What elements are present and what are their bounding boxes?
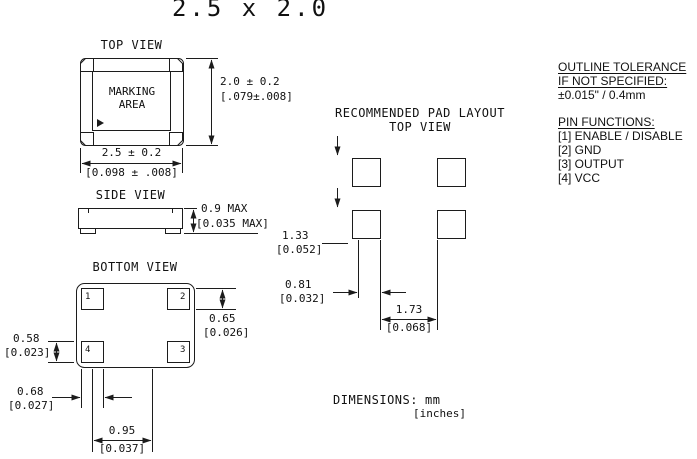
- pad-1-outline: [81, 288, 104, 310]
- pad-layout-pad-size-in: [0.052]: [276, 243, 323, 256]
- pad-layout-pad-size-dimension: [322, 136, 348, 244]
- bottom-view-pad-offset-mm: 0.58: [13, 332, 40, 345]
- pad-layout-gap-dimension: [333, 240, 406, 330]
- pin1-indicator-mark: [97, 119, 104, 127]
- pin-function-2: [2] GND: [558, 143, 602, 157]
- pad-layout-gap-in: [0.032]: [279, 292, 326, 305]
- corner-pad-bottom-right: [169, 132, 183, 146]
- pin-function-3: [3] OUTPUT: [558, 157, 625, 171]
- pad-4-number: 4: [85, 345, 91, 355]
- bottom-view-pad-width-in: [0.027]: [8, 399, 55, 412]
- outline-tolerance-value: ±0.015" / 0.4mm: [558, 88, 646, 102]
- pad-3-outline: [167, 341, 190, 363]
- dimensions-unit-mm: mm: [425, 393, 441, 407]
- pad-layout-label-line1: RECOMMENDED PAD LAYOUT: [335, 106, 505, 120]
- bottom-view-pad-pitch-mm: 0.95: [108, 424, 136, 437]
- pad-2-outline: [167, 288, 190, 310]
- side-view-outline: [78, 208, 183, 234]
- bottom-view-label: BOTTOM VIEW: [92, 260, 178, 274]
- side-view-height-in: [0.035 MAX]: [196, 217, 269, 230]
- pad-1-number: 1: [85, 292, 91, 302]
- pad-3-number: 3: [180, 345, 186, 355]
- side-view-label: SIDE VIEW: [95, 188, 166, 202]
- pad-4-outline: [81, 341, 104, 363]
- notes-block: OUTLINE TOLERANCE IF NOT SPECIFIED: ±0.0…: [558, 60, 696, 185]
- bottom-view-pad-pitch-dimension: [92, 369, 153, 452]
- bottom-view-pad-width-mm: 0.68: [17, 385, 44, 398]
- marking-area-text: MARKING AREA: [108, 85, 156, 111]
- bottom-view-pad-width-dimension: [52, 369, 132, 408]
- pad-layout-pitch-dimension: [381, 240, 438, 330]
- pin-function-4: [4] VCC: [558, 171, 601, 185]
- top-view-width-in: [0.098 ± .008]: [85, 166, 178, 179]
- bottom-view-pad-offset-in: [0.023]: [4, 346, 51, 359]
- outline-tolerance-title: OUTLINE TOLERANCE: [558, 60, 687, 74]
- pad-layout-label-line2: TOP VIEW: [389, 120, 451, 134]
- bottom-view-pad-height-dimension: [196, 288, 236, 310]
- top-view-width-mm: 2.5 ± 0.2: [101, 146, 162, 159]
- top-view-height-in: [.079±.008]: [220, 90, 293, 103]
- top-view-width-dimension: [80, 148, 183, 173]
- bottom-view-pad-offset-dimension: [48, 341, 74, 363]
- pad-layout-pad-size-mm: 1.33: [282, 229, 309, 242]
- bottom-view-outline: [76, 283, 195, 368]
- pad-2-number: 2: [180, 292, 186, 302]
- corner-pad-top-right: [169, 58, 183, 72]
- pad-layout-gap-mm: 0.81: [285, 278, 312, 291]
- top-view-outline: [80, 58, 184, 146]
- top-view-height-mm: 2.0 ± 0.2: [220, 75, 280, 88]
- side-view-height-dimension: [184, 208, 258, 234]
- dimensions-unit-inches: [inches]: [413, 407, 466, 420]
- dimensions-label: DIMENSIONS:: [333, 393, 418, 407]
- page-title: 2.5 x 2.0: [171, 0, 330, 22]
- pin-functions-title: PIN FUNCTIONS:: [558, 115, 655, 129]
- bottom-view-pad-pitch-in: [0.037]: [98, 442, 146, 455]
- corner-pad-top-left: [80, 58, 94, 72]
- pad-layout-pitch-in: [0.068]: [385, 321, 433, 334]
- marking-area-box: [92, 71, 171, 131]
- outline-tolerance-subtitle: IF NOT SPECIFIED:: [558, 74, 668, 88]
- bottom-view-pad-height-mm: 0.65: [209, 312, 236, 325]
- pin-function-1: [1] ENABLE / DISABLE: [558, 129, 683, 143]
- pad-layout-outline: [352, 158, 466, 239]
- pad-layout-pitch-mm: 1.73: [395, 303, 423, 316]
- side-view-height-mm: 0.9 MAX: [201, 202, 248, 215]
- top-view-label: TOP VIEW: [100, 38, 163, 52]
- top-view-height-dimension: [186, 58, 218, 146]
- corner-pad-bottom-left: [80, 132, 94, 146]
- notes-spacer: [558, 102, 696, 115]
- bottom-view-pad-height-in: [0.026]: [203, 326, 250, 339]
